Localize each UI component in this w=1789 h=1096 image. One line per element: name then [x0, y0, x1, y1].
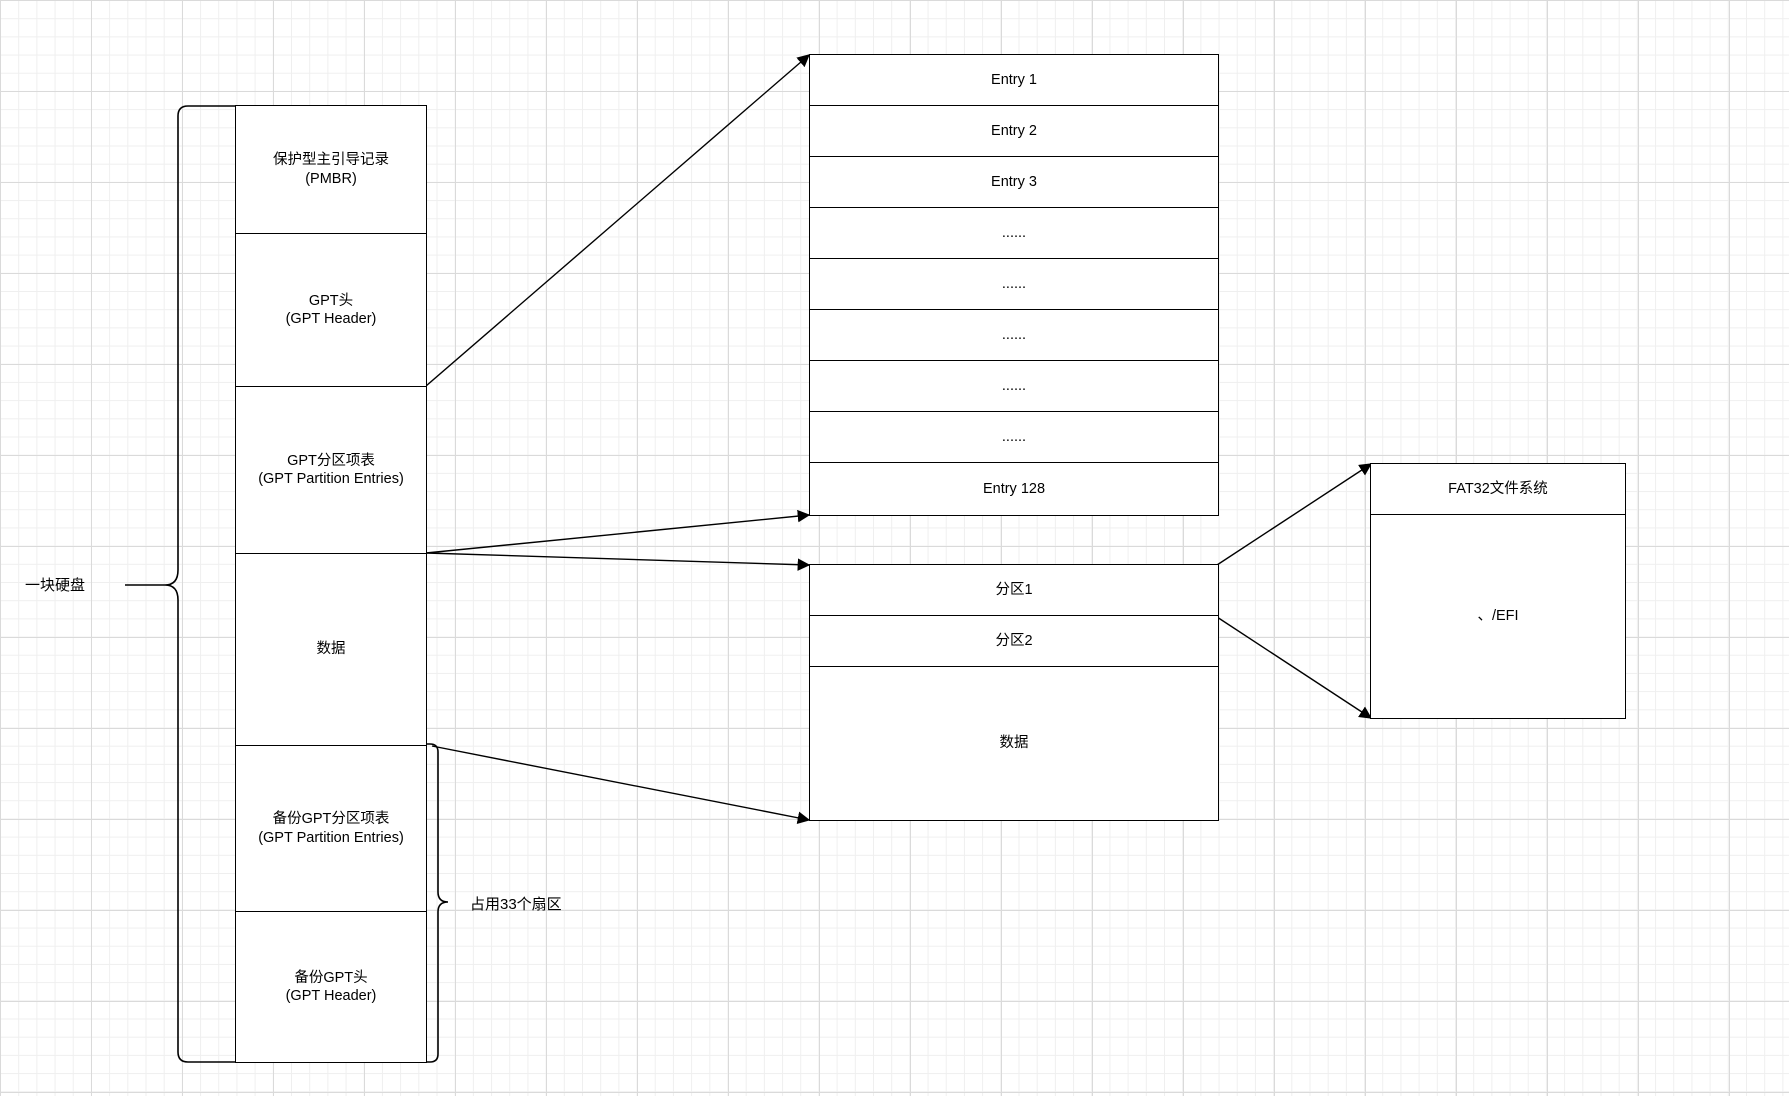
arrow-fs-bottom: [1216, 616, 1373, 719]
entry-row: Entry 128: [982, 480, 1046, 497]
section-backup-entries: 备份GPT分区项表(GPT Partition Entries): [236, 746, 426, 912]
section-data: 数据: [236, 554, 426, 746]
arrow-partitions-top: [425, 552, 811, 571]
arrow-entries-top: [425, 54, 810, 387]
partition-row: 分区1: [810, 565, 1218, 616]
section-pmbr: 保护型主引导记录(PMBR): [236, 106, 426, 234]
backup-brace: [426, 743, 449, 1063]
filesystem-box: FAT32文件系统 、/EFI: [1370, 463, 1626, 719]
arrow-fs-top: [1216, 463, 1373, 566]
disk-brace: [164, 105, 236, 1063]
entry-row: ......: [810, 412, 1218, 463]
arrow-entries-bottom: [425, 509, 811, 554]
entry-row: ......: [810, 310, 1218, 361]
entry-row: Entry 3: [810, 157, 1218, 208]
filesystem-title: FAT32文件系统: [1371, 464, 1625, 515]
section-gpt-header: GPT头(GPT Header): [236, 234, 426, 387]
disk-layout-column: 保护型主引导记录(PMBR) GPT头(GPT Header) GPT分区项表(…: [235, 105, 427, 1063]
entry-row: Entry 1: [810, 55, 1218, 106]
section-backup-header: 备份GPT头(GPT Header): [285, 969, 377, 1004]
partition-data-row: 数据: [999, 735, 1029, 752]
entry-row: ......: [810, 259, 1218, 310]
entry-row: ......: [810, 208, 1218, 259]
sector-label: 占用33个扇区: [470, 896, 562, 913]
partition-entries-table: Entry 1 Entry 2 Entry 3 ...... ...... ..…: [809, 54, 1219, 516]
partitions-table: 分区1 分区2 数据: [809, 564, 1219, 821]
disk-label: 一块硬盘: [25, 577, 86, 594]
entry-row: ......: [810, 361, 1218, 412]
filesystem-content: 、/EFI: [1477, 608, 1519, 625]
partition-row: 分区2: [810, 616, 1218, 667]
arrow-partitions-bottom: [431, 745, 811, 824]
entry-row: Entry 2: [810, 106, 1218, 157]
section-gpt-entries: GPT分区项表(GPT Partition Entries): [236, 387, 426, 554]
